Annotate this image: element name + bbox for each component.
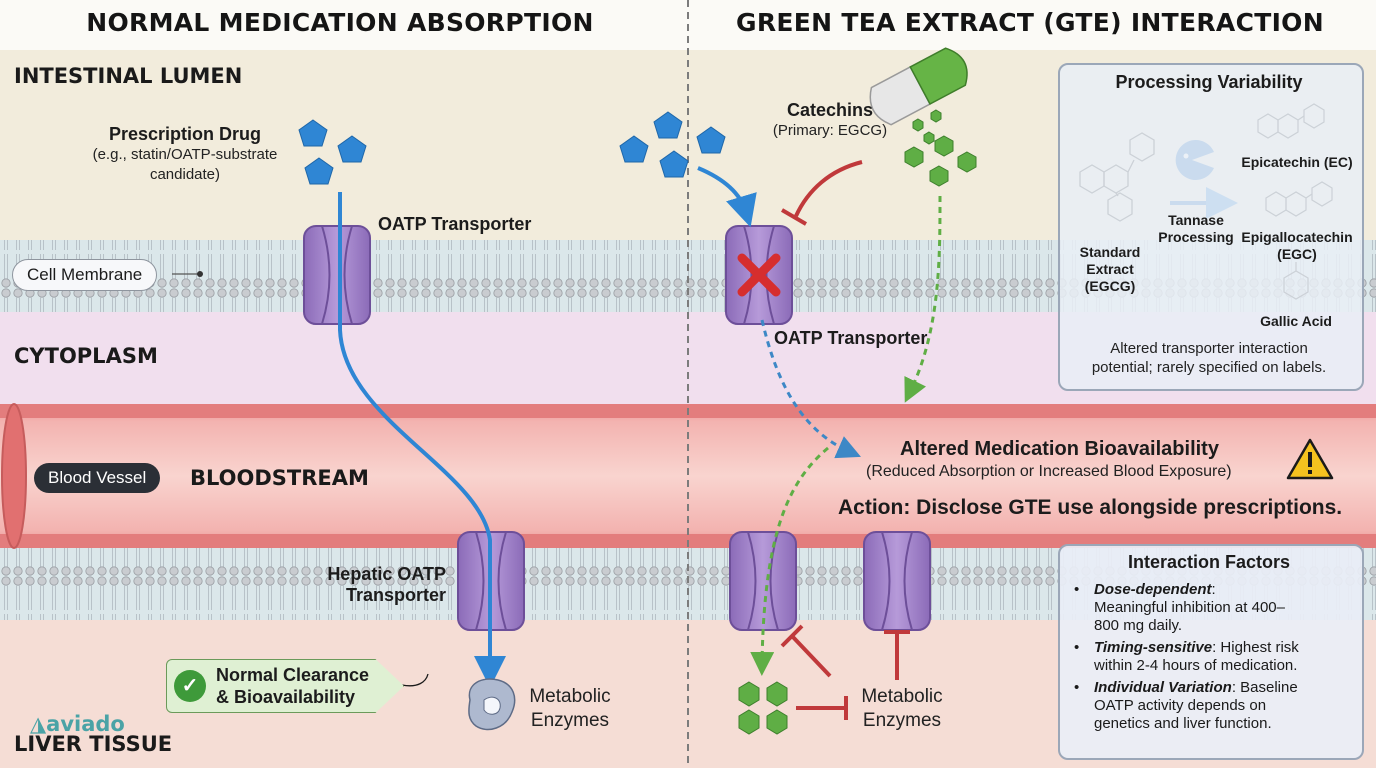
altered-subtitle: (Reduced Absorption or Increased Blood E… xyxy=(866,463,1232,480)
cell-membrane-label: Cell Membrane xyxy=(12,259,158,291)
bullet: • xyxy=(1074,639,1080,656)
processing-title: Processing Variability xyxy=(1115,72,1303,92)
factor-dose-text-a: Meaningful inhibition at 400– xyxy=(1094,599,1285,616)
factor-variation-text-a: : Baseline xyxy=(1231,679,1298,696)
drug-absorption-arrow xyxy=(338,192,506,688)
inhibition-arrow-enzymes xyxy=(790,634,832,678)
factor-dose-text-b: 800 mg daily. xyxy=(1094,617,1183,634)
hepatic-oatp-transporter-right-b xyxy=(863,531,931,631)
factor-variation-head: Individual Variation xyxy=(1094,679,1232,696)
left-title: NORMAL MEDICATION ABSORPTION xyxy=(86,8,594,37)
lumen-label: INTESTINAL LUMEN xyxy=(14,64,243,88)
reduced-absorption-dashed-arrow xyxy=(760,319,861,459)
hepatic-oatp-label-2: Transporter xyxy=(345,585,446,605)
factor-variation-text-b: OATP activity depends on xyxy=(1094,697,1267,714)
egc-label-2: (EGC) xyxy=(1277,246,1317,262)
drug-pentagon-icon xyxy=(298,119,367,185)
processing-note-1: Altered transporter interaction xyxy=(1110,340,1308,357)
enzyme-icon xyxy=(468,678,516,731)
processing-note-2: potential; rarely specified on labels. xyxy=(1091,359,1327,376)
drug-pentagon-icon-right xyxy=(619,111,726,178)
catechin-hexagon-icon xyxy=(904,109,977,187)
hepatic-oatp-transporter-right-a xyxy=(729,531,797,631)
tannase-label-1: Tannase xyxy=(1168,212,1224,228)
action-label: Action: Disclose GTE use alongside presc… xyxy=(838,496,1343,519)
catechins-sub-label: (Primary: EGCG) xyxy=(772,122,888,139)
clearance-label-1: Normal Clearance xyxy=(216,665,370,685)
enzymes-label-right-2: Enzymes xyxy=(862,710,942,731)
factor-item-dose: • Dose-dependent: Meaningful inhibition … xyxy=(1074,581,1354,635)
enzymes-label-left-1: Metabolic xyxy=(529,686,611,707)
drug-subtitle-1: (e.g., statin/OATP-substrate xyxy=(92,146,278,163)
catechins-label: Catechins xyxy=(786,100,874,120)
inhibition-arrow-top xyxy=(794,160,863,217)
bullet: • xyxy=(1074,679,1080,696)
vessel-opening xyxy=(1,403,27,549)
oatp-transporter-left xyxy=(303,225,371,325)
oatp-label-left: OATP Transporter xyxy=(378,214,532,234)
factor-dose-head: Dose-dependent xyxy=(1094,581,1212,598)
logo-mark-icon: ◮ xyxy=(30,712,47,736)
standard-label-1: Standard xyxy=(1079,244,1141,260)
logo: ◮aviado xyxy=(30,712,125,736)
factor-variation-text-c: genetics and liver function. xyxy=(1094,715,1272,732)
colon: : xyxy=(1211,581,1216,598)
enzymes-label-right-1: Metabolic xyxy=(861,686,943,707)
catechin-flow-dashed-arrow xyxy=(904,195,942,403)
egc-label-1: Epigallocatechin xyxy=(1241,229,1353,245)
factors-list: • Dose-dependent: Meaningful inhibition … xyxy=(1074,581,1354,733)
bloodstream-label: BLOODSTREAM xyxy=(190,466,369,490)
catechin-cluster-icon xyxy=(738,681,788,735)
cytoplasm-label: CYTOPLASM xyxy=(14,344,158,368)
liver-label: LIVER TISSUE xyxy=(14,732,173,756)
factor-timing-text-a: : Highest risk xyxy=(1212,639,1299,656)
factor-item-variation: • Individual Variation: Baseline OATP ac… xyxy=(1074,679,1354,733)
standard-label-2: Extract xyxy=(1086,261,1134,277)
factor-item-timing: • Timing-sensitive: Highest risk within … xyxy=(1074,639,1354,675)
tannase-label-2: Processing xyxy=(1158,229,1234,245)
drug-entry-arrow xyxy=(697,166,757,228)
factor-timing-head: Timing-sensitive xyxy=(1094,639,1213,656)
drug-title: Prescription Drug xyxy=(108,124,262,144)
drug-subtitle-2: candidate) xyxy=(149,166,221,183)
capsule-icon xyxy=(869,47,968,126)
processing-panel xyxy=(1058,63,1364,391)
interaction-factors-panel xyxy=(1058,544,1364,760)
hepatic-oatp-label-1: Hepatic OATP xyxy=(327,564,446,584)
right-title: GREEN TEA EXTRACT (GTE) INTERACTION xyxy=(736,8,1324,37)
tag-string xyxy=(401,673,429,687)
warning-icon xyxy=(1286,438,1334,480)
clearance-label-2: & Bioavailability xyxy=(216,687,356,707)
gallic-label: Gallic Acid xyxy=(1260,313,1332,329)
blocked-x-icon xyxy=(737,253,781,297)
altered-title: Altered Medication Bioavailability xyxy=(900,438,1219,460)
factors-title: Interaction Factors xyxy=(1127,552,1291,572)
logo-text: aviado xyxy=(46,712,125,736)
ec-label: Epicatechin (EC) xyxy=(1241,154,1353,170)
check-circle-icon: ✓ xyxy=(174,670,206,702)
blood-vessel-label: Blood Vessel xyxy=(34,463,161,493)
standard-label-3: (EGCG) xyxy=(1084,278,1136,294)
factor-timing-text-b: within 2-4 hours of medication. xyxy=(1094,657,1298,674)
blood-vessel xyxy=(0,404,1376,548)
bullet: • xyxy=(1074,581,1080,598)
enzymes-label-left-2: Enzymes xyxy=(530,710,610,731)
oatp-label-right: OATP Transporter xyxy=(774,328,928,348)
